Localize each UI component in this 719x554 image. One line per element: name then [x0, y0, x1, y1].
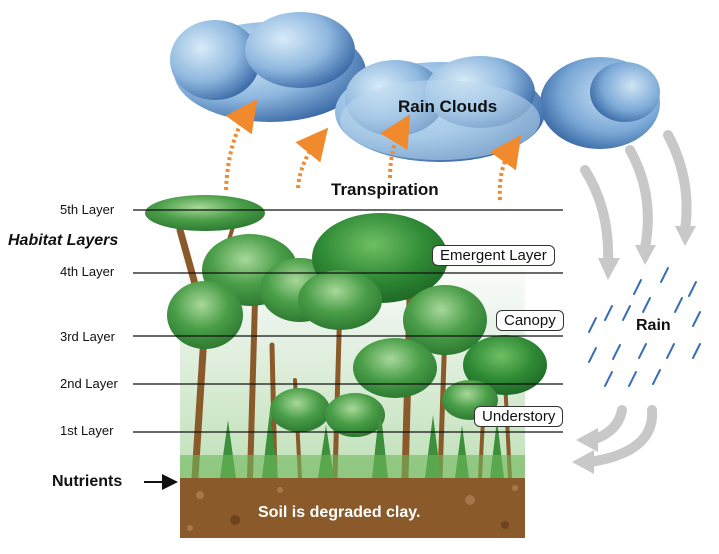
arrow-icon-rain: [580, 130, 692, 467]
transpiration-label: Transpiration: [331, 180, 439, 199]
habitat-layers-label: Habitat Layers: [8, 232, 119, 249]
understory-trees: [180, 405, 525, 480]
arrow-heads-rain: [572, 226, 696, 474]
arrow-icon-transpiration: [224, 98, 522, 201]
tree-icon-crowns: [145, 195, 547, 437]
nutrients-label: Nutrients: [52, 473, 123, 490]
raindrop-icon-group: [588, 267, 701, 387]
soil-block: [180, 478, 525, 538]
layer-label-3: 3rd Layer: [60, 329, 115, 344]
cloud-icon-right: [540, 57, 660, 149]
layer-lines: [133, 209, 563, 433]
zone-label-emergent: Emergent Layer: [432, 245, 555, 266]
rain-label: Rain: [636, 317, 671, 334]
zone-label-canopy: Canopy: [496, 310, 564, 331]
soil-label: Soil is degraded clay.: [258, 504, 421, 521]
layer-label-2: 2nd Layer: [60, 376, 118, 391]
layer-label-5: 5th Layer: [60, 202, 115, 217]
layer-label-1: 1st Layer: [60, 423, 114, 438]
cloud-icon-left: [170, 12, 366, 122]
layer-label-4: 4th Layer: [60, 264, 115, 279]
zone-label-understory: Understory: [474, 406, 564, 427]
rain-clouds-label: Rain Clouds: [398, 97, 498, 116]
